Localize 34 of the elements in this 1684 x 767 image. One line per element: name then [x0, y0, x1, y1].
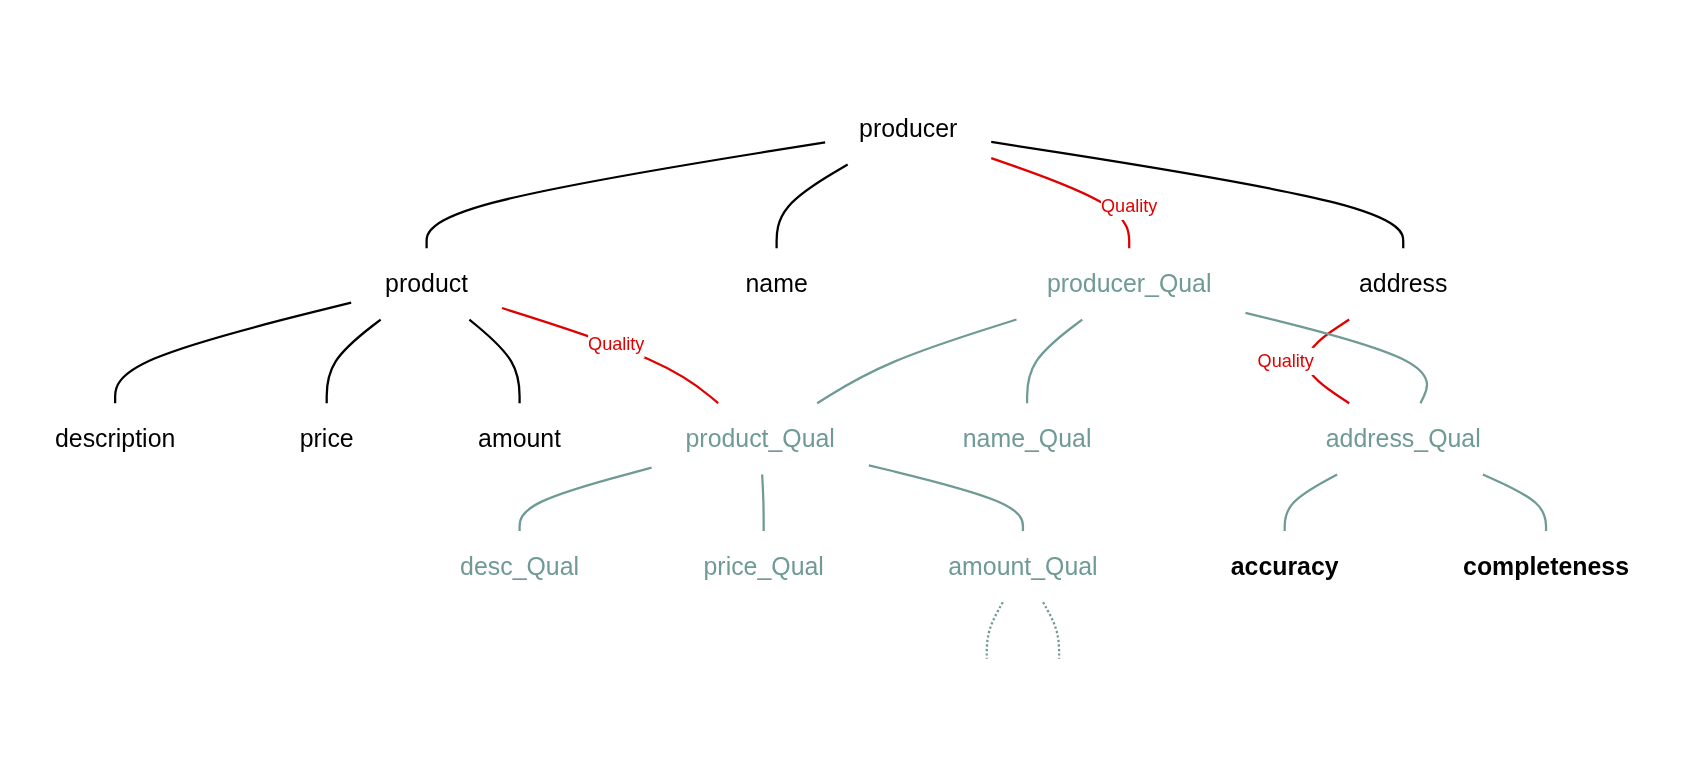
connector [1042, 601, 1061, 659]
node-text: desc_Qual [460, 552, 580, 581]
connector [775, 163, 849, 248]
node-text: producer [859, 114, 958, 143]
connector [761, 473, 765, 531]
node-text: description [54, 424, 176, 453]
connector [1283, 473, 1338, 531]
node-text: producer_Qual [1046, 269, 1212, 298]
node-text: price_Qual [703, 552, 824, 581]
connector [816, 317, 1017, 404]
edge-label: Quality [588, 333, 645, 354]
node-text: address [1358, 269, 1448, 298]
node-text: amount_Qual [948, 552, 1098, 581]
node-text: price [299, 424, 354, 453]
node-text: name [745, 269, 808, 298]
connector [985, 601, 1004, 659]
node-text: amount [478, 424, 562, 453]
connector [468, 318, 521, 403]
connector [1482, 472, 1548, 531]
node-text: product [385, 269, 469, 298]
connector [1025, 318, 1083, 403]
node-text: product_Qual [685, 424, 835, 453]
connector [868, 463, 1025, 531]
connector [425, 140, 826, 248]
node-text: address_Qual [1325, 424, 1481, 453]
connector [114, 301, 352, 403]
connector [518, 466, 652, 531]
edge-label: Quality [1257, 350, 1314, 370]
connector [501, 306, 719, 404]
connector [325, 318, 382, 403]
node-text: completeness [1463, 552, 1630, 581]
edge-label: Quality [1101, 195, 1158, 215]
node-text: accuracy [1230, 552, 1339, 581]
node-text: name_Qual [962, 424, 1092, 453]
